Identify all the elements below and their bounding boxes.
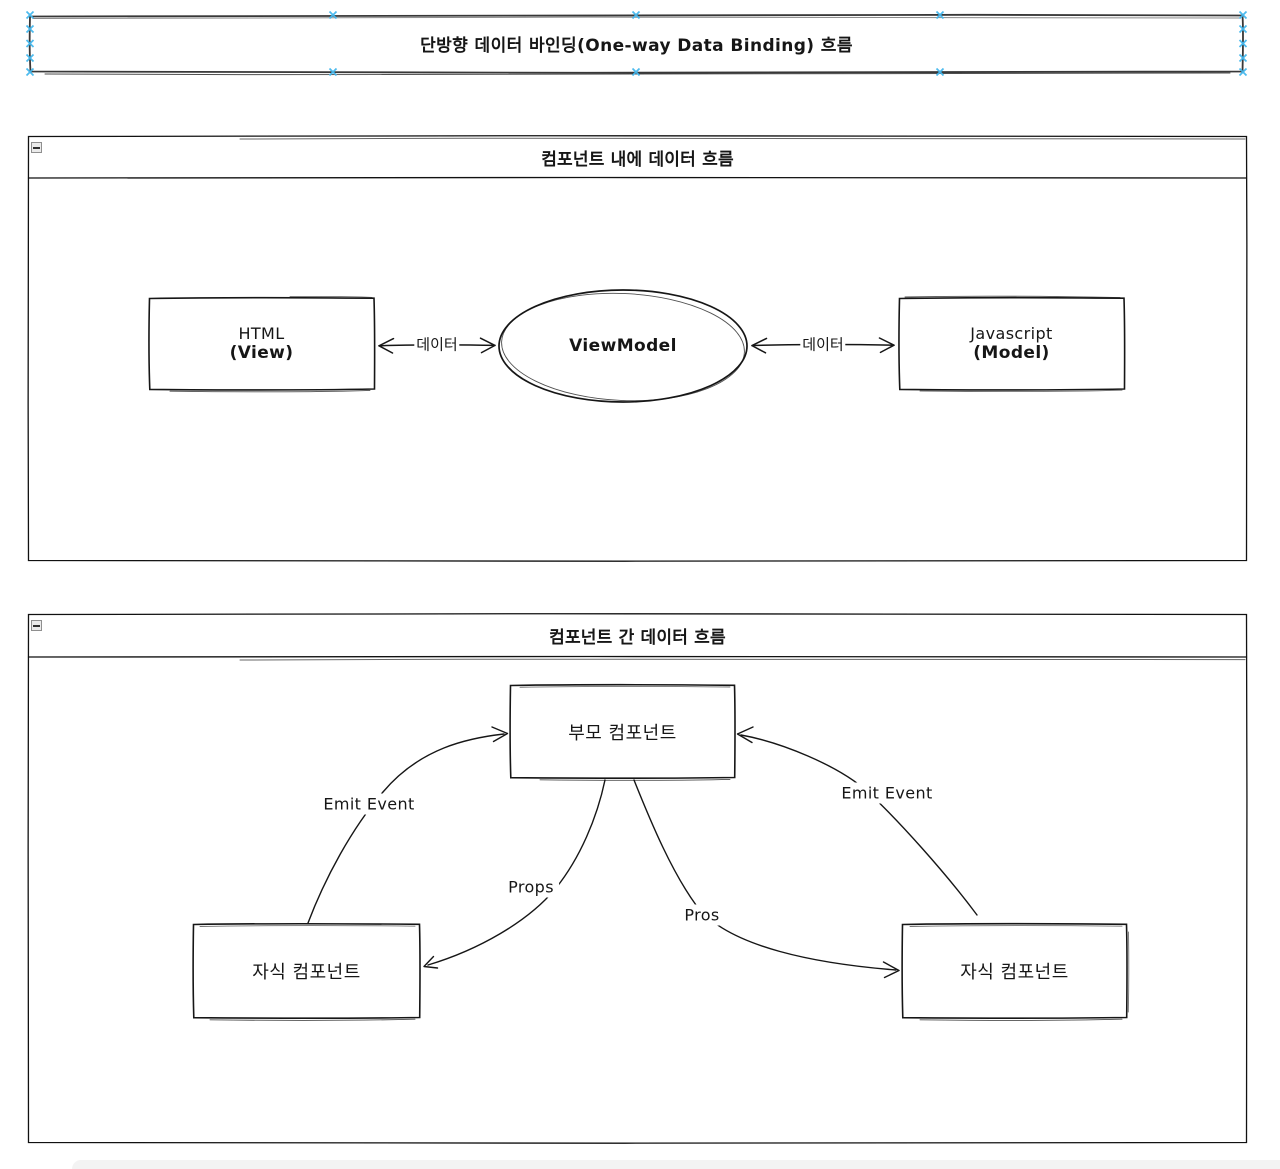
minus-icon xyxy=(33,146,40,149)
html-node-outline xyxy=(148,295,376,393)
javascript-node-outline xyxy=(898,295,1126,392)
container2-title: 컴포넌트 간 데이터 흐름 xyxy=(549,628,726,648)
child-left-node-outline xyxy=(192,922,421,1021)
viewmodel-node[interactable]: ViewModel xyxy=(499,290,747,402)
container2-header[interactable]: 컴포넌트 간 데이터 흐름 xyxy=(28,614,1247,657)
minus-icon xyxy=(33,624,40,627)
viewmodel-node-outline xyxy=(498,289,748,403)
child-right-node-label: 자식 컴포넌트 xyxy=(960,962,1069,983)
diagram-title-shape[interactable]: 단방향 데이터 바인딩(One-way Data Binding) 흐름 xyxy=(30,15,1243,72)
parent-node-label: 부모 컴포넌트 xyxy=(568,722,677,744)
edge-label-props[interactable]: Props xyxy=(503,876,559,898)
child-left-node-label: 자식 컴포넌트 xyxy=(252,962,361,983)
parent-node-outline xyxy=(509,683,736,781)
container1-collapse-icon[interactable] xyxy=(31,142,42,153)
child-component-right-node[interactable]: 자식 컴포넌트 xyxy=(902,924,1127,1018)
container1-title: 컴포넌트 내에 데이터 흐름 xyxy=(541,149,734,170)
parent-component-node[interactable]: 부모 컴포넌트 xyxy=(510,685,735,778)
container2-outline xyxy=(27,613,1248,1144)
container2-collapse-icon[interactable] xyxy=(31,620,42,631)
child-right-node-outline xyxy=(901,922,1130,1021)
edge-pros[interactable] xyxy=(633,779,900,979)
edge-emit-right[interactable] xyxy=(736,726,978,916)
viewmodel-node-label: ViewModel xyxy=(569,336,677,356)
html-node-line2: (View) xyxy=(229,343,294,363)
edge-label-data-right[interactable]: 데이터 xyxy=(800,332,846,356)
edge-label-emit-event-right[interactable]: Emit Event xyxy=(836,782,938,804)
javascript-model-node[interactable]: Javascript (Model) xyxy=(898,297,1125,390)
edge-props[interactable] xyxy=(423,779,606,969)
html-node-line1: HTML xyxy=(238,324,285,343)
edge-label-data-left[interactable]: 데이터 xyxy=(414,332,460,356)
javascript-node-line1: Javascript xyxy=(970,324,1053,343)
edge-label-emit-event-left[interactable]: Emit Event xyxy=(318,793,420,815)
partial-shape-below[interactable] xyxy=(72,1160,1280,1169)
html-view-node[interactable]: HTML (View) xyxy=(148,297,375,390)
diagram-title-text: 단방향 데이터 바인딩(One-way Data Binding) 흐름 xyxy=(420,36,853,56)
javascript-node-line2: (Model) xyxy=(973,343,1050,363)
child-component-left-node[interactable]: 자식 컴포넌트 xyxy=(193,924,420,1018)
container1-header[interactable]: 컴포넌트 내에 데이터 흐름 xyxy=(28,136,1247,178)
edge-label-pros[interactable]: Pros xyxy=(679,904,725,926)
edge-emit-left[interactable] xyxy=(307,726,509,924)
